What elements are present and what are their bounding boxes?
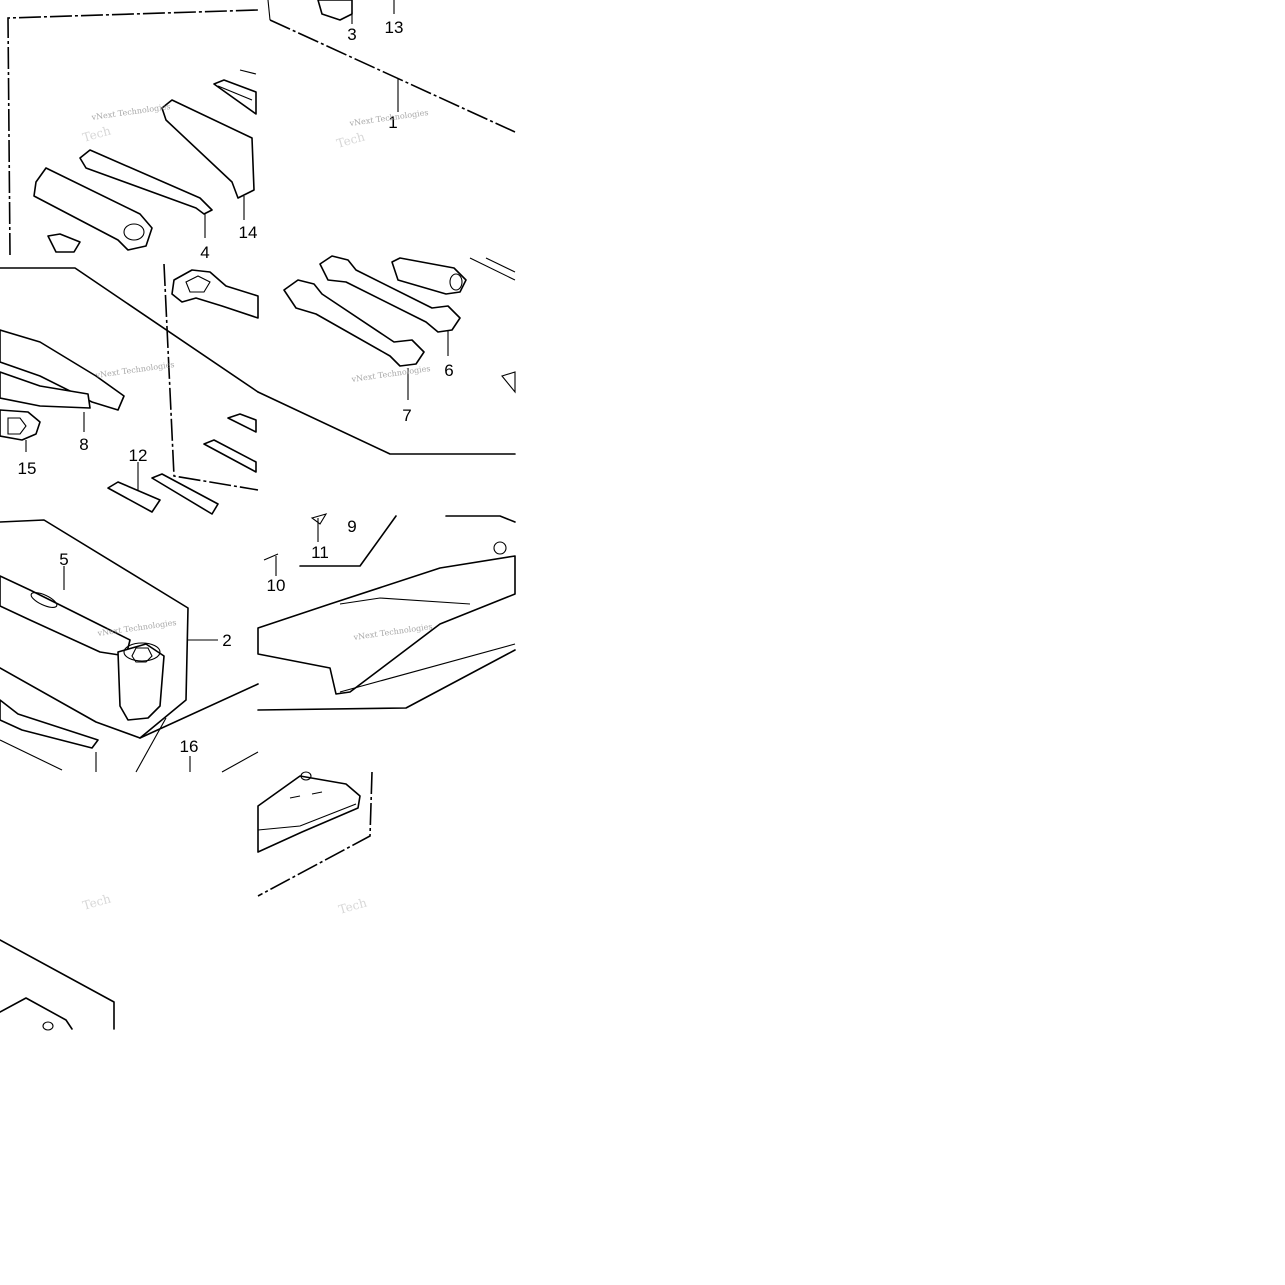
callout-3: 3 bbox=[347, 25, 356, 44]
watermark-faint: Tech bbox=[81, 123, 113, 144]
watermark: vNext Technologies bbox=[96, 618, 177, 638]
tile-center bbox=[257, 255, 516, 455]
watermark: vNext Technologies bbox=[90, 102, 171, 122]
callout-10: 10 bbox=[267, 576, 286, 595]
callout-14: 14 bbox=[239, 223, 258, 242]
watermark-faint: Tech bbox=[335, 129, 367, 150]
watermark-faint: Tech bbox=[81, 891, 113, 912]
callout-11: 11 bbox=[311, 543, 329, 562]
tile-bottom-left bbox=[0, 939, 115, 1031]
callout-9: 9 bbox=[347, 517, 356, 536]
watermark-faint: Tech bbox=[337, 895, 369, 916]
callout-7: 7 bbox=[402, 406, 411, 425]
tile-top-left bbox=[7, 9, 259, 256]
tile-lower-middle bbox=[257, 513, 516, 711]
tile-top-middle bbox=[267, 0, 516, 133]
watermark: vNext Technologies bbox=[350, 364, 431, 384]
tile-lower-left bbox=[0, 519, 259, 773]
callout-13: 13 bbox=[385, 18, 404, 37]
callout-16: 16 bbox=[180, 737, 199, 756]
watermark: vNext Technologies bbox=[94, 360, 175, 380]
callout-6: 6 bbox=[444, 361, 453, 380]
tile-bottom-middle bbox=[257, 771, 373, 897]
callout-1: 1 bbox=[388, 113, 397, 132]
tile-middle-left bbox=[0, 263, 259, 515]
callout-12: 12 bbox=[129, 446, 148, 465]
callout-labels: 1 2 3 4 5 6 7 8 9 10 11 12 13 14 15 16 bbox=[18, 18, 454, 756]
callout-5: 5 bbox=[59, 550, 68, 569]
callout-4: 4 bbox=[200, 243, 209, 262]
callout-2: 2 bbox=[222, 631, 231, 650]
callout-8: 8 bbox=[79, 435, 88, 454]
callout-15: 15 bbox=[18, 459, 37, 478]
